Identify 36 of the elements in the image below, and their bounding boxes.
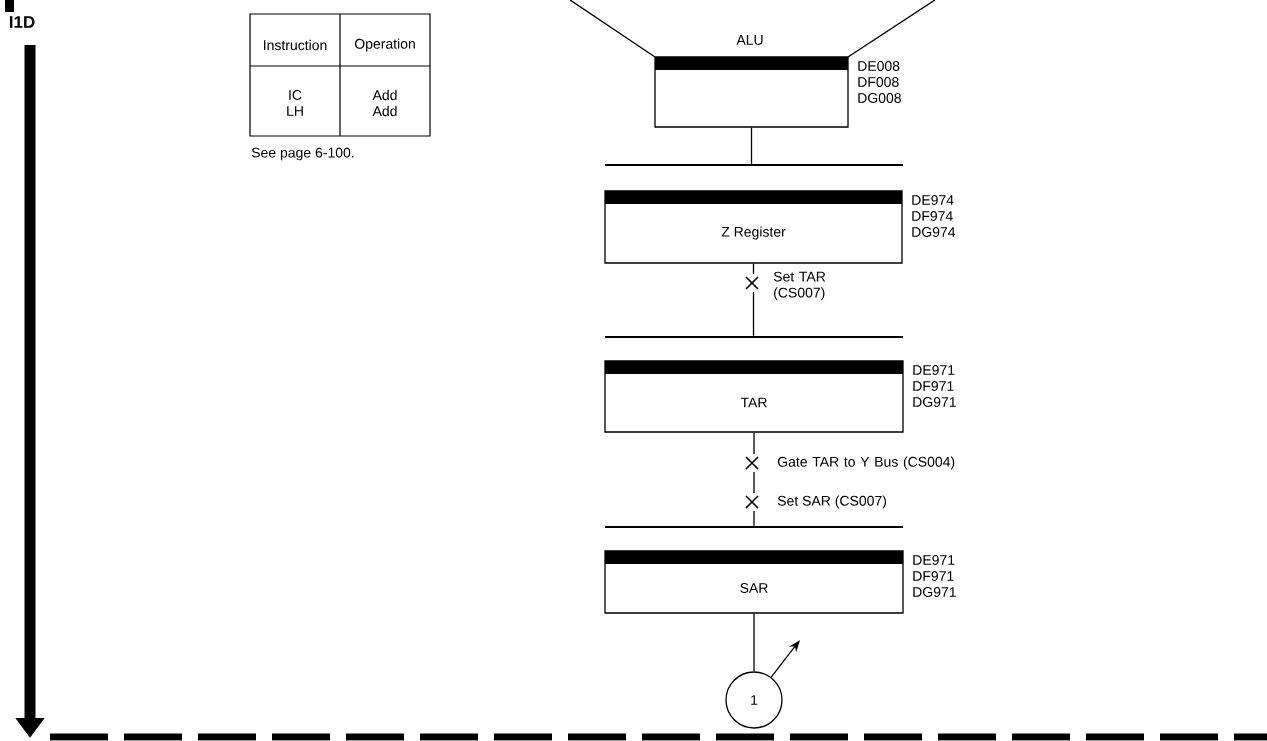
connector-line xyxy=(753,613,755,672)
address-code: DF008 xyxy=(858,77,899,87)
register-box: TAR xyxy=(604,360,904,433)
gate-signal-text: Set SAR (CS007) xyxy=(777,495,887,509)
table-cell: LH xyxy=(287,106,303,116)
address-code: DF974 xyxy=(912,211,953,221)
bus-line xyxy=(605,526,903,528)
address-code: DG974 xyxy=(912,227,956,237)
register-box: SAR xyxy=(604,550,904,614)
sheet-reference: I1D xyxy=(9,16,35,28)
bus-line xyxy=(605,336,903,338)
bus-line xyxy=(605,164,903,166)
address-code: DG971 xyxy=(913,587,956,597)
edge-label: Set TAR (CS007) xyxy=(773,271,826,301)
table-cell: Add xyxy=(372,105,397,117)
address-code: DF971 xyxy=(913,571,954,581)
arrow xyxy=(770,640,800,678)
register-box: Z Register xyxy=(604,190,903,264)
table-cell: IC xyxy=(289,90,302,100)
register-box xyxy=(654,56,849,128)
address-code: DF971 xyxy=(913,381,954,391)
note-text: See page 6-100. xyxy=(251,147,354,161)
connector-line xyxy=(753,432,755,527)
address-code: DG971 xyxy=(913,397,956,407)
connector-line xyxy=(752,263,755,337)
address-code: DE008 xyxy=(858,61,900,71)
address-code: DE974 xyxy=(912,195,954,205)
address-code: DG008 xyxy=(858,93,901,103)
edge-label: Gate TAR to Y Bus (CS004) xyxy=(777,456,955,470)
table-cell: Add xyxy=(372,89,397,101)
table-header: Operation xyxy=(354,38,415,52)
unit-label: ALU xyxy=(736,35,763,45)
table-header: Instruction xyxy=(264,39,327,51)
address-code: DE971 xyxy=(913,555,955,565)
connector-line xyxy=(750,127,753,165)
address-code: DE971 xyxy=(913,365,955,375)
